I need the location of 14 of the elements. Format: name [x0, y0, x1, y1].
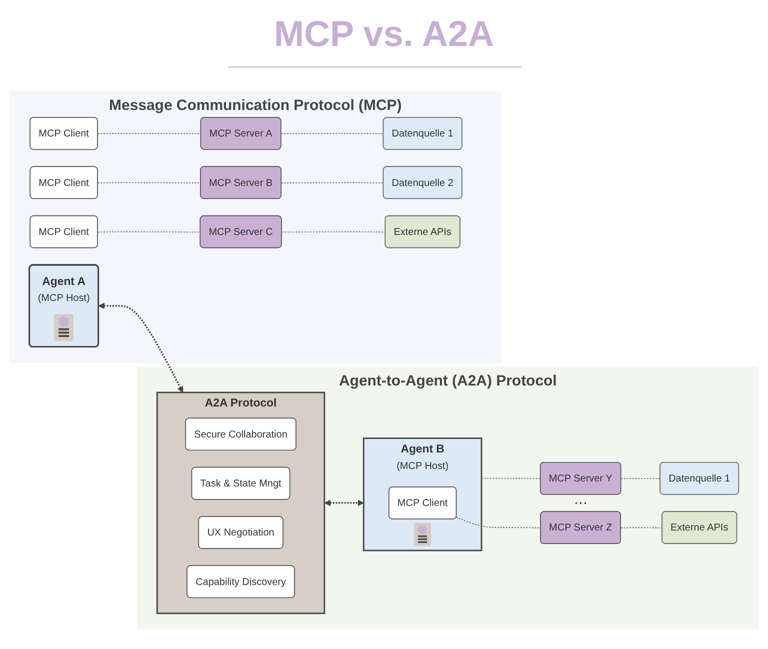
connector [281, 182, 384, 183]
connector [620, 526, 663, 528]
title: MCP vs. A2A [272, 12, 496, 56]
connector [456, 516, 542, 528]
connector [97, 132, 202, 134]
connector [620, 478, 661, 479]
connector [280, 132, 384, 134]
connector [97, 182, 202, 183]
connector [281, 230, 386, 232]
arrow [98, 302, 184, 392]
ellipsis: ... [574, 492, 588, 508]
connector [97, 230, 201, 232]
connector [481, 477, 542, 479]
arrow [324, 499, 364, 506]
